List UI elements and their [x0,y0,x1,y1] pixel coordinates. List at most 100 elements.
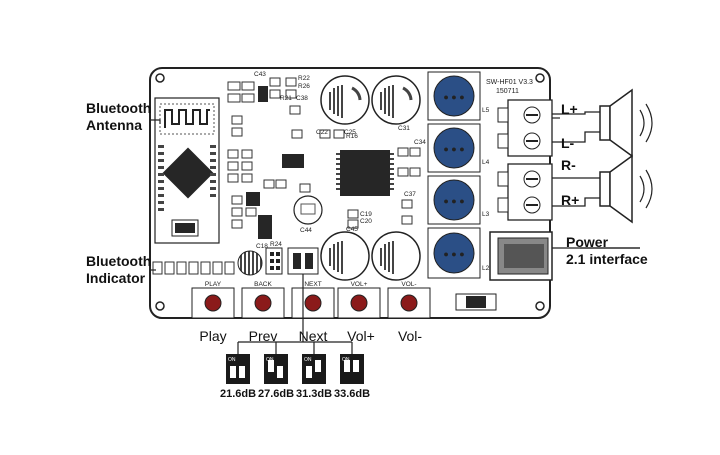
inductor-l5: ● ● ● [427,71,481,121]
mounting-hole [535,301,545,311]
small-components [227,77,421,229]
capacitor-c25 [320,75,370,125]
silk-r24: R24 [270,241,282,248]
button-vol-minus[interactable] [387,287,431,319]
amplifier-ic [336,150,394,196]
dip-setting-3 [302,354,326,384]
callout-bluetooth-antenna: Bluetooth Antenna [86,100,151,134]
capacitor-c40 [371,231,421,281]
silk-date: 150711 [496,88,519,95]
board-dip-switch [287,247,319,275]
capacitor-c39 [320,231,370,281]
silk-c44: C44 [300,227,312,234]
button-label-prev: Prev [248,328,278,344]
gain-label-2: 27.6dB [257,388,295,400]
silk-l4: L4 [482,159,490,166]
dip-on-label: ON [266,357,274,363]
speaker-icon [599,154,633,224]
silk-vol-minus: VOL- [401,281,416,288]
svg-text:● ● ●: ● ● ● [443,196,464,206]
silk-c25: C25 [344,129,356,136]
silk-c19: C19 [360,211,372,218]
silk-c18: C18 [256,243,268,250]
callout-line-1: Bluetooth [86,253,152,269]
silk-vol-plus: VOL+ [351,281,368,288]
dip-setting-1 [226,354,250,384]
antenna-trace [164,109,210,128]
callout-lines [150,117,640,354]
button-label-play: Play [199,328,227,344]
sound-wave-icon [639,103,653,143]
gain-label-1: 21.6dB [219,388,257,400]
callout-line-2: 2.1 interface [566,251,648,267]
button-label-vol-minus: Vol- [397,328,423,344]
silk-c43: C43 [254,71,266,78]
dip-setting-2 [264,354,288,384]
callout-line-1: Power [566,234,609,250]
silk-next: NEXT [304,281,321,288]
mounting-hole [155,301,165,311]
silk-c22: C22 [316,129,328,136]
terminal-label-r-plus: R+ [561,192,580,208]
svg-text:● ● ●: ● ● ● [443,92,464,102]
fuse [455,293,497,311]
speaker-icon [599,88,633,158]
terminal-label-l-minus: L- [561,135,575,151]
silk-l3: L3 [482,211,490,218]
silk-r16: R16 [346,133,358,140]
inductor-l3: ● ● ● [427,175,481,225]
power-jack [489,231,640,281]
silk-c45: C45 [346,226,358,233]
silk-back: BACK [254,281,272,288]
terminal-block-left [497,99,553,157]
sound-wave-icon [639,169,653,209]
dark-ics [246,86,304,239]
svg-text:● ● ●: ● ● ● [443,249,464,259]
button-label-next: Next [298,328,328,344]
callout-bluetooth-indicator: Bluetooth Indicator [86,253,151,287]
silk-l5: L5 [482,107,490,114]
silk-c34: C34 [414,139,426,146]
button-play[interactable] [191,287,235,319]
dip-on-label: ON [304,357,312,363]
button-vol-plus[interactable] [337,287,381,319]
capacitor-c31 [371,75,421,125]
terminal-label-r-minus: R- [561,157,576,173]
silk-play: PLAY [205,281,222,288]
bluetooth-indicator-leds [152,261,235,275]
button-back[interactable] [241,287,285,319]
dip-on-label: ON [342,357,350,363]
callout-line-1: Bluetooth [86,100,152,116]
gain-label-4: 33.6dB [333,388,371,400]
mounting-hole [535,73,545,83]
callout-power: Power 2.1 interface [566,234,648,268]
silk-r22: R22 [298,75,310,82]
silk-l2: L2 [482,265,490,272]
silk-r21: R21 [280,95,292,102]
button-next[interactable] [291,287,335,319]
dip-on-label: ON [228,357,236,363]
button-label-vol-plus: Vol+ [347,328,375,344]
bluetooth-module [154,97,220,244]
speaker-wires [552,111,600,207]
callout-line-2: Antenna [86,117,142,133]
inductor-l2: ● ● ● [427,227,481,279]
dip-setting-4 [340,354,364,384]
silk-r26: R26 [298,83,310,90]
mounting-hole [155,73,165,83]
bluetooth-chip [162,147,214,199]
terminal-label-l-plus: L+ [561,101,578,117]
silk-model: SW-HF01 V3.3 [486,79,533,86]
silk-c38: C38 [296,95,308,102]
capacitor-c18 [237,250,263,276]
svg-text:● ● ●: ● ● ● [443,144,464,154]
silk-c20: C20 [360,218,372,225]
callout-line-2: Indicator [86,270,146,286]
r24-network [265,247,283,275]
silk-c37: C37 [404,191,416,198]
silk-c31: C31 [398,125,410,132]
terminal-block-right [497,163,553,221]
gain-label-3: 31.3dB [295,388,333,400]
